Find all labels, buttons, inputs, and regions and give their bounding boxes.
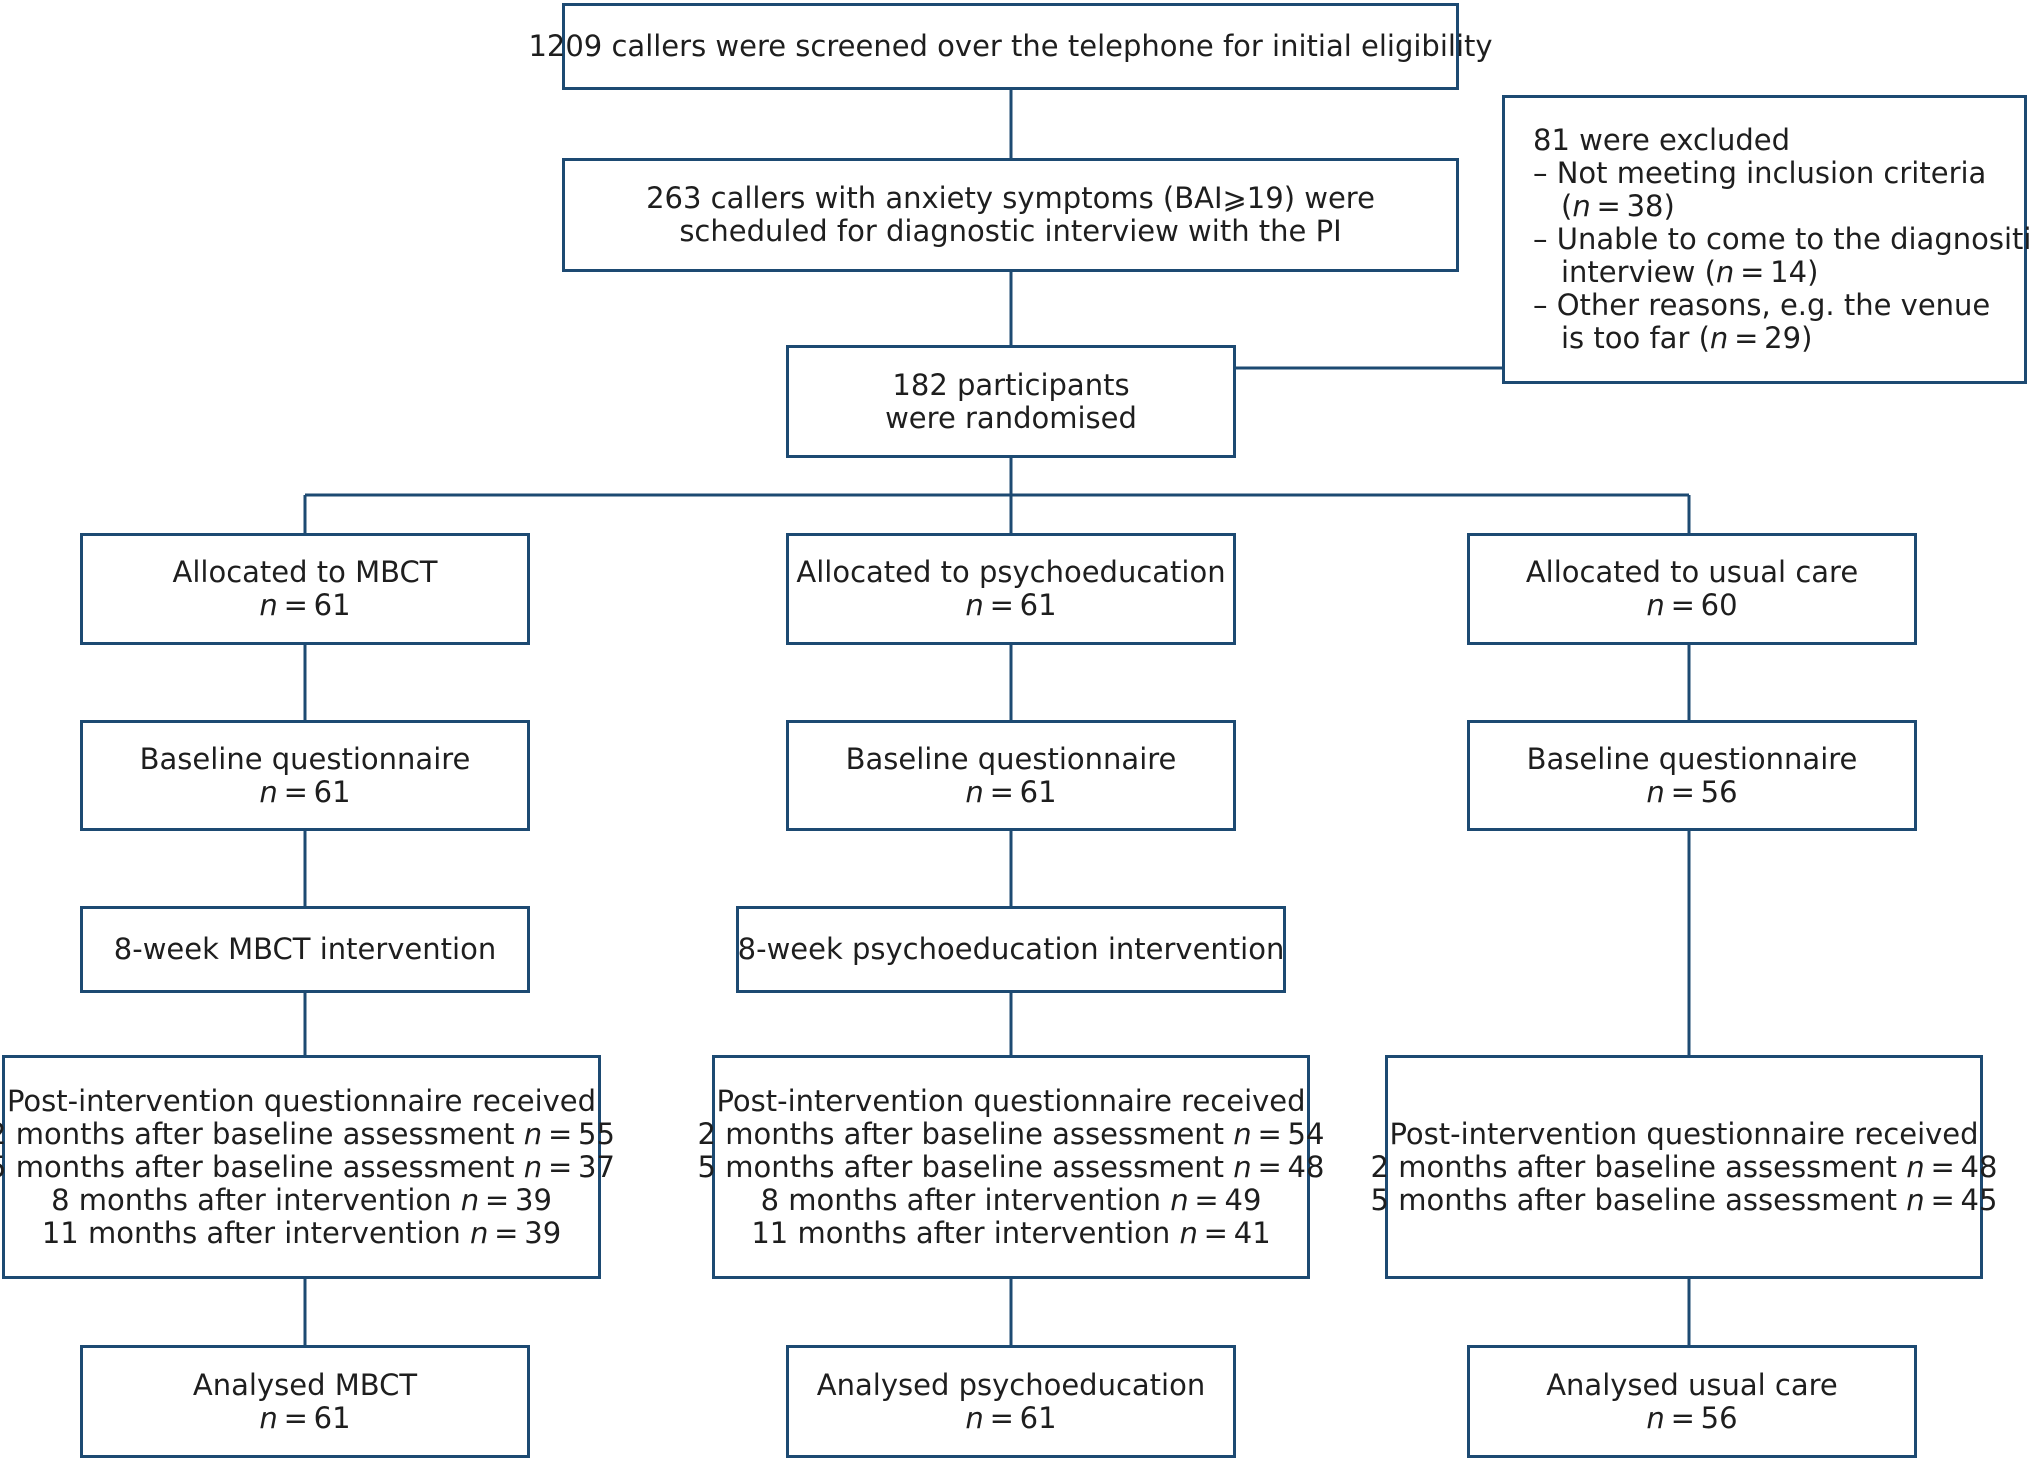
excluded-item-1: – Not meeting inclusion criteria [1533, 156, 1987, 190]
mbct-post-row: 5 months after baseline assessment n = 3… [0, 1149, 615, 1184]
psycho-post-row: 5 months after baseline assessment n = 4… [697, 1149, 1325, 1184]
psycho-intervention-label: 8-week psychoeducation intervention [737, 932, 1285, 966]
randomised-box: 182 participants were randomised [786, 345, 1236, 458]
psycho-post-row: 8 months after intervention n = 49 [760, 1182, 1262, 1217]
usual-post-row: 5 months after baseline assessment n = 4… [1370, 1182, 1998, 1217]
psycho-allocated-box: Allocated to psychoeducation n = 61 [786, 533, 1236, 645]
psycho-intervention-box: 8-week psychoeducation intervention [736, 906, 1286, 993]
mbct-analysed-label: Analysed MBCT [192, 1367, 418, 1402]
mbct-analysed-box: Analysed MBCT n = 61 [80, 1345, 530, 1458]
psycho-baseline-box: Baseline questionnaire n = 61 [786, 720, 1236, 831]
usual-allocated-label: Allocated to usual care [1525, 555, 1859, 589]
mbct-baseline-n: n = 61 [259, 774, 351, 809]
mbct-intervention-label: 8-week MBCT intervention [113, 932, 497, 966]
psycho-analysed-box: Analysed psychoeducation n = 61 [786, 1345, 1236, 1458]
psycho-baseline-label: Baseline questionnaire [845, 741, 1177, 776]
psycho-allocated-label: Allocated to psychoeducation [796, 555, 1226, 589]
psycho-post-row: 11 months after intervention n = 41 [751, 1215, 1271, 1250]
usual-baseline-label: Baseline questionnaire [1526, 741, 1858, 776]
mbct-allocated-n: n = 61 [259, 588, 351, 622]
psycho-post-title: Post-intervention questionnaire received [716, 1083, 1306, 1118]
usual-post-box: Post-intervention questionnaire received… [1371, 1055, 1997, 1279]
usual-baseline-box: Baseline questionnaire n = 56 [1467, 720, 1917, 831]
excluded-item-2-count: interview (n = 14) [1561, 255, 1819, 289]
psycho-allocated-n: n = 61 [965, 588, 1057, 622]
mbct-post-row: 2 months after baseline assessment n = 5… [0, 1116, 615, 1151]
mbct-post-row: 11 months after intervention n = 39 [41, 1215, 562, 1250]
mbct-baseline-box: Baseline questionnaire n = 61 [80, 720, 530, 831]
excluded-item-2: – Unable to come to the diagnositic [1533, 222, 2030, 256]
scheduled-line-2: scheduled for diagnostic interview with … [679, 214, 1342, 248]
usual-baseline-n: n = 56 [1646, 774, 1738, 809]
mbct-allocated-box: Allocated to MBCT n = 61 [80, 533, 530, 645]
mbct-intervention-box: 8-week MBCT intervention [80, 906, 530, 993]
excluded-item-3-count: is too far (n = 29) [1561, 321, 1813, 355]
excluded-box: 81 were excluded – Not meeting inclusion… [1502, 95, 2030, 384]
usual-analysed-label: Analysed usual care [1546, 1367, 1838, 1402]
psycho-analysed-label: Analysed psychoeducation [816, 1367, 1206, 1402]
mbct-post-row: 8 months after intervention n = 39 [51, 1182, 552, 1217]
psycho-post-row: 2 months after baseline assessment n = 5… [697, 1116, 1325, 1151]
scheduled-box: 263 callers with anxiety symptoms (BAI⩾1… [562, 158, 1459, 272]
mbct-post-box: Post-intervention questionnaire received… [0, 1055, 615, 1279]
randomised-line-1: 182 participants [892, 367, 1130, 402]
mbct-post-title: Post-intervention questionnaire received [6, 1083, 597, 1118]
usual-post-row: 2 months after baseline assessment n = 4… [1370, 1149, 1998, 1184]
mbct-analysed-n: n = 61 [259, 1400, 351, 1435]
scheduled-line-1: 263 callers with anxiety symptoms (BAI⩾1… [646, 181, 1375, 215]
usual-analysed-n: n = 56 [1646, 1400, 1738, 1435]
randomised-line-2: were randomised [885, 400, 1137, 435]
excluded-item-1-count: (n = 38) [1561, 189, 1675, 223]
usual-analysed-box: Analysed usual care n = 56 [1467, 1345, 1917, 1458]
excluded-title: 81 were excluded [1533, 123, 1791, 157]
psycho-post-box: Post-intervention questionnaire received… [698, 1055, 1324, 1279]
usual-post-title: Post-intervention questionnaire received [1389, 1116, 1979, 1151]
mbct-baseline-label: Baseline questionnaire [139, 741, 471, 776]
usual-allocated-n: n = 60 [1646, 588, 1738, 622]
psycho-baseline-n: n = 61 [965, 774, 1057, 809]
mbct-allocated-label: Allocated to MBCT [172, 555, 438, 589]
psycho-analysed-n: n = 61 [965, 1400, 1057, 1435]
usual-allocated-box: Allocated to usual care n = 60 [1467, 533, 1917, 645]
screening-text: 1209 callers were screened over the tele… [528, 29, 1493, 63]
screening-box: 1209 callers were screened over the tele… [528, 3, 1493, 90]
excluded-item-3: – Other reasons, e.g. the venue [1533, 288, 1991, 322]
